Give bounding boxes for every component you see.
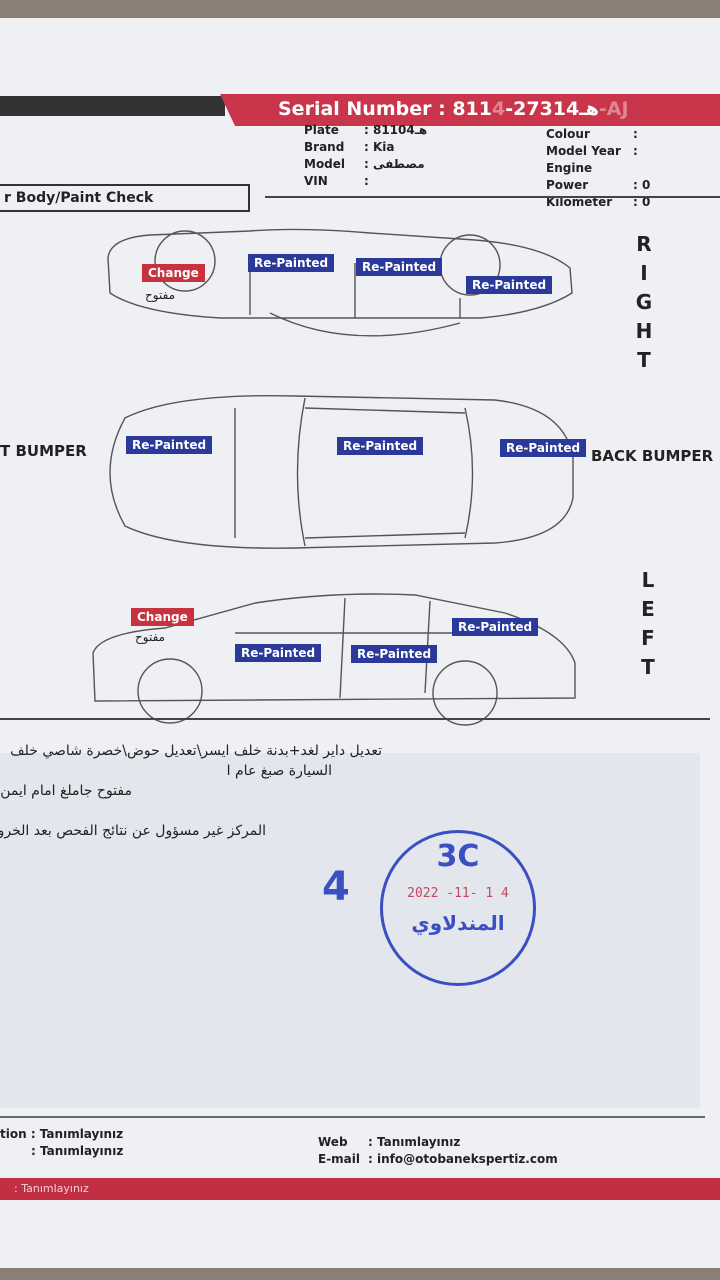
mark-repainted-left-front-door: Re-Painted (235, 644, 322, 662)
mark-repainted-roof: Re-Painted (337, 437, 424, 455)
mark-opened-right-front: مفتوح (145, 288, 176, 302)
stamp-date: 2022 -11- 1 4 (407, 886, 509, 901)
section-title: r Body/Paint Check (0, 184, 250, 212)
divider (0, 718, 710, 720)
handwritten-number: 4 (322, 864, 350, 910)
letter: T (637, 348, 651, 372)
mark-repainted-right-front-door: Re-Painted (248, 254, 335, 272)
mark-repainted-right-rear-door: Re-Painted (356, 258, 443, 276)
email-value: info@otobanekspertiz.com (376, 1152, 558, 1166)
car-right-side-diagram (107, 228, 573, 337)
note-line: السيارة صبغ عام ا (226, 763, 332, 779)
mark-repainted-left-rear-door: Re-Painted (351, 645, 438, 663)
colour-label: Colour (546, 127, 590, 141)
serial-value: هـ27314-811 (452, 98, 599, 120)
note-line: المركز غير مسؤول عن نتائج الفحص بعد الخر… (0, 823, 266, 839)
inspection-stamp: 3C 2022 -11- 1 4 المندلاوي (380, 830, 536, 986)
letter: G (635, 290, 653, 314)
vehicle-info-left: Plate: هـ81104 Brand: Kia Model: مصطفى V… (304, 123, 428, 188)
mark-repainted-left-rear: Re-Painted (452, 618, 539, 636)
engine-value: 0 (641, 178, 651, 192)
divider (265, 196, 720, 198)
mark-change-left-front: Change (131, 608, 194, 626)
web-label: Web (318, 1135, 348, 1149)
vin-label: VIN (304, 174, 328, 188)
km-label: Kilometer (546, 195, 613, 209)
plate-label: Plate (304, 123, 339, 137)
letter: I (640, 261, 648, 285)
footer-right: Web: Tanımlayınız E-mail: info@otobaneks… (318, 1135, 558, 1166)
serial-label: Serial Number : (278, 98, 446, 120)
km-value: 0 (641, 195, 651, 209)
brand-value: Kia (372, 140, 395, 154)
vehicle-info-right: Colour: Model Year: Engine Power: 0 Kilo… (546, 127, 651, 209)
plate-value: هـ81104 (372, 123, 428, 137)
inspection-report: Serial Number : هـ27314-8114-AJ Plate: ه… (0, 18, 720, 1268)
mark-change-right-front: Change (142, 264, 205, 282)
mark-repainted-hood: Re-Painted (126, 436, 213, 454)
letter: T (641, 655, 655, 679)
letter: E (641, 597, 655, 621)
notes-area (0, 753, 700, 1108)
serial-number: Serial Number : هـ27314-8114-AJ (220, 94, 720, 126)
year-label: Model Year (546, 144, 621, 158)
model-label: Model (304, 157, 346, 171)
serial-obscured: 4-AJ (492, 98, 629, 120)
location-label: tion (0, 1127, 27, 1141)
engine-label: Engine Power (546, 161, 593, 192)
footer-left: tion : Tanımlayınız : Tanımlayınız (0, 1127, 124, 1158)
car-top-diagram (109, 395, 574, 549)
letter: L (641, 568, 655, 592)
letter: R (636, 232, 652, 256)
brand-label: Brand (304, 140, 345, 154)
stamp-code: 3C (436, 839, 480, 874)
car-left-side-diagram (92, 593, 576, 726)
stamp-name: المندلاوي (411, 911, 505, 935)
mark-opened-left-front: مفتوح (135, 630, 166, 644)
web-value: Tanımlayınız (376, 1135, 461, 1149)
model-value: مصطفى (372, 157, 425, 171)
note-line: مفتوح جاملغ امام ايمن+ (0, 783, 132, 799)
note-line: تعديل داير لغد+بدنة خلف ايسر\تعديل حوض\خ… (10, 743, 382, 759)
footer-bar: : Tanımlayınız (0, 1178, 720, 1200)
email-label: E-mail (318, 1152, 361, 1166)
letter: H (635, 319, 653, 343)
divider (0, 1116, 705, 1118)
mark-repainted-right-rear: Re-Painted (466, 276, 553, 294)
header-bar (0, 96, 225, 116)
back-bumper-label: BACK BUMPER (591, 447, 714, 465)
location-value: Tanımlayınız (39, 1127, 124, 1141)
mark-repainted-trunk: Re-Painted (500, 439, 587, 457)
letter: F (641, 626, 655, 650)
footer-line2-value: Tanımlayınız (39, 1144, 124, 1158)
front-bumper-label: T BUMPER (0, 442, 87, 460)
